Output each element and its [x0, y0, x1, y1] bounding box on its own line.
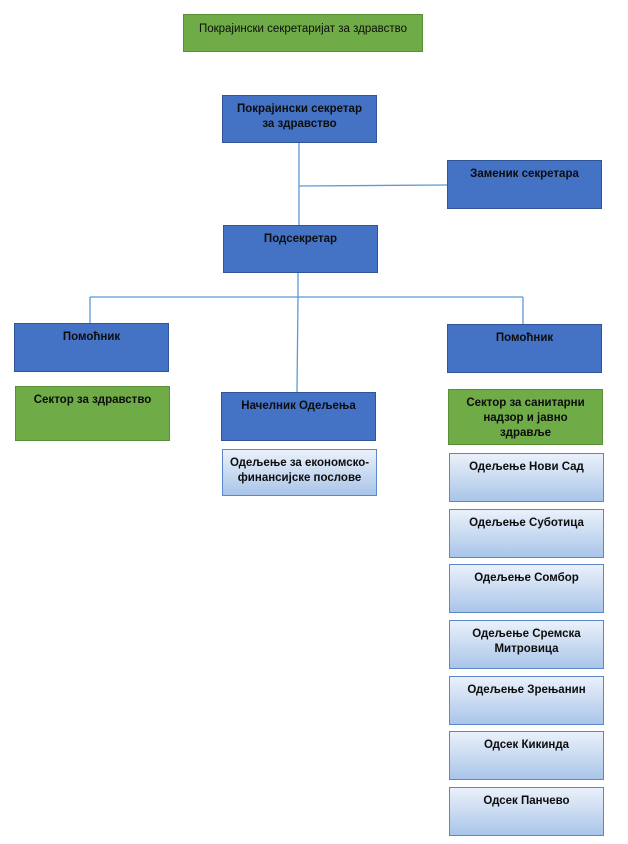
secretary-box: Покрајински секретар за здравство [222, 95, 377, 143]
branch-box-kikinda: Одсек Кикинда [449, 731, 604, 780]
branch-box-subotica: Одељење Суботица [449, 509, 604, 558]
sector-sanitary-label: Сектор за санитарни надзор и јавно здрав… [466, 397, 585, 439]
branch-label: Одељење Суботица [469, 517, 584, 529]
branch-box-sremska-mitrovica: Одељење Сремска Митровица [449, 620, 604, 669]
sector-health-label: Сектор за здравство [33, 394, 152, 406]
assistant-right-box: Помоћник [447, 324, 602, 373]
secretary-label: Покрајински секретар за здравство [237, 103, 362, 130]
branch-label: Одељење Сремска Митровица [472, 628, 581, 655]
assistant-right-label: Помоћник [495, 332, 554, 344]
assistant-left-box: Помоћник [14, 323, 169, 372]
deputy-label: Заменик секретара [470, 168, 579, 180]
sector-health-box: Сектор за здравство [15, 386, 170, 441]
branch-label: Одсек Панчево [483, 795, 570, 807]
branch-label: Одељење Сомбор [474, 572, 579, 584]
head-department-box: Начелник Одељења [221, 392, 376, 441]
org-title-box: Покрајински секретаријат за здравство [183, 14, 423, 52]
branch-box-pancevo: Одсек Панчево [449, 787, 604, 836]
org-title: Покрајински секретаријат за здравство [198, 23, 408, 35]
undersecretary-label: Подсекретар [263, 233, 338, 245]
assistant-left-label: Помоћник [62, 331, 121, 343]
branch-box-zrenjanin: Одељење Зрењанин [449, 676, 604, 725]
branch-label: Одељење Нови Сад [469, 461, 584, 473]
undersecretary-box: Подсекретар [223, 225, 378, 273]
dept-finance-box: Одељење за економско-финансијске послове [222, 449, 377, 496]
branch-label: Одељење Зрењанин [467, 684, 586, 696]
branch-label: Одсек Кикинда [483, 739, 570, 751]
branch-box-novi-sad: Одељење Нови Сад [449, 453, 604, 502]
sector-sanitary-box: Сектор за санитарни надзор и јавно здрав… [448, 389, 603, 445]
branch-box-sombor: Одељење Сомбор [449, 564, 604, 613]
deputy-box: Заменик секретара [447, 160, 602, 209]
dept-finance-label: Одељење за економско-финансијске послове [229, 457, 370, 484]
head-department-label: Начелник Одељења [241, 400, 356, 412]
